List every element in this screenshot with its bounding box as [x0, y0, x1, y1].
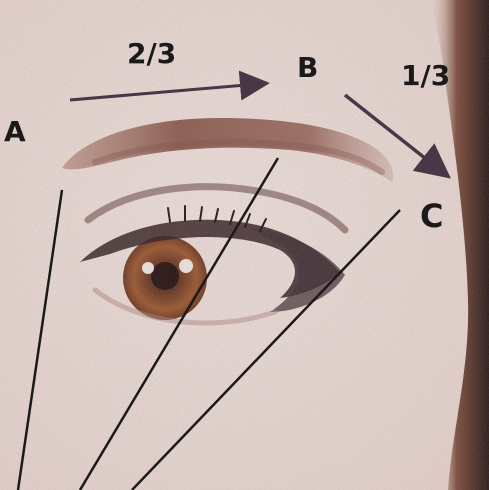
- point-a-label: A: [4, 118, 26, 146]
- one-third-label: 1/3: [401, 62, 450, 90]
- point-c-label: C: [420, 200, 443, 232]
- two-thirds-label: 2/3: [127, 40, 176, 68]
- point-b-label: B: [297, 54, 318, 82]
